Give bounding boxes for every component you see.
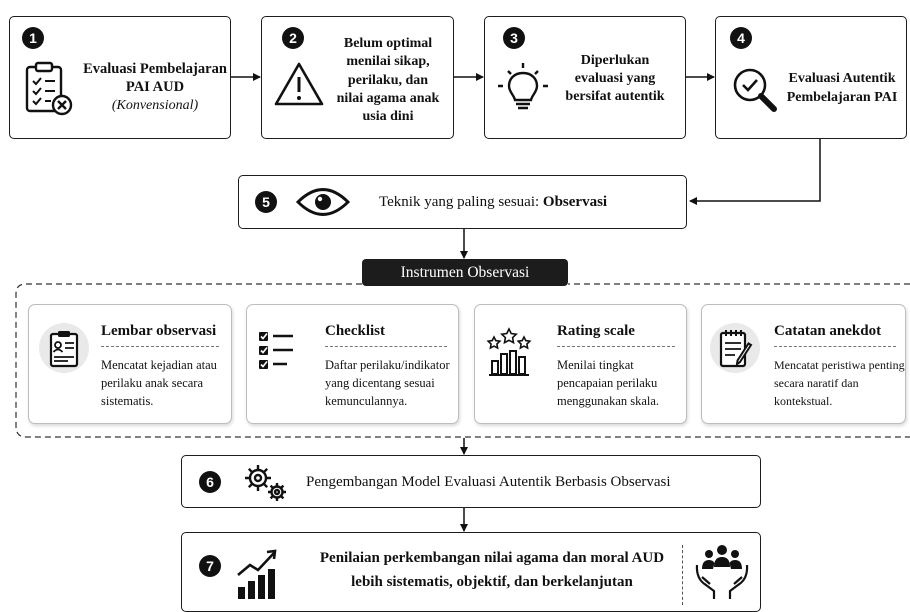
step-1-line-2: PAI AUD: [125, 79, 185, 95]
card-title: Lembar observasi: [101, 323, 217, 339]
step-1-box: 1 Evaluasi Pembelajaran PAI AUD (Konvens…: [9, 16, 231, 139]
card-desc-line: menggunakan skala.: [557, 394, 660, 408]
step-2-line-2: menilai sikap,: [346, 54, 430, 69]
step-4-line-1: Evaluasi Autentik: [788, 71, 896, 86]
card-desc-line: Menilai tingkat: [557, 358, 634, 372]
step-number: 6: [199, 471, 221, 493]
instrumen-title: Instrumen Observasi: [362, 259, 568, 286]
warning-icon: [274, 62, 324, 106]
card-desc-line: secara naratif dan: [774, 376, 859, 390]
step-2-box: 2 Belum optimal menilai sikap, perilaku,…: [261, 16, 454, 139]
step-2-line-4: nilai agama anak: [336, 91, 440, 106]
card-desc-line: kontekstual.: [774, 394, 833, 408]
step-4-box: 4 Evaluasi Autentik Pembelajaran PAI: [715, 16, 907, 139]
step-5-text: Teknik yang paling sesuai: Observasi: [379, 193, 607, 211]
card-divider: [101, 346, 219, 347]
rating-scale-icon: [486, 327, 532, 376]
observation-sheet-icon: [49, 331, 79, 368]
gears-icon: [245, 465, 286, 501]
card-desc-line: pencapaian perilaku: [557, 376, 658, 390]
instrument-card-lembar-observasi: Lembar observasi Mencatat kejadian atau …: [28, 304, 232, 424]
step-3-line-2: evaluasi yang: [574, 71, 656, 86]
step-2-line-3: perilaku, dan: [347, 73, 429, 88]
instrument-card-checklist: Checklist Daftar perilaku/indikator yang…: [246, 304, 459, 424]
step-7-divider: [682, 545, 683, 605]
step-4-line-2: Pembelajaran PAI: [786, 90, 898, 105]
card-desc-line: perilaku anak secara: [101, 376, 204, 390]
step-7-box: 7 Penilaian perkembangan nilai agama dan…: [181, 532, 761, 612]
card-divider: [557, 346, 675, 347]
step-1-line-1: Evaluasi Pembelajaran: [83, 61, 227, 77]
step-number: 4: [730, 27, 752, 49]
instrument-card-rating-scale: Rating scale Menilai tingkat pencapaian …: [474, 304, 687, 424]
card-title: Rating scale: [557, 323, 635, 339]
checklist-icon: [259, 332, 293, 369]
step-5-highlight: Observasi: [542, 194, 608, 210]
people-hands-icon: [695, 545, 749, 599]
step-number: 3: [503, 27, 525, 49]
step-6-box: 6 Pengembangan Model Evaluasi Autentik B…: [181, 455, 761, 508]
card-desc-line: Mencatat kejadian atau: [101, 358, 217, 372]
step-number: 1: [22, 27, 44, 49]
card-title: Checklist: [325, 323, 385, 339]
step-6-text: Pengembangan Model Evaluasi Autentik Ber…: [306, 474, 671, 490]
card-desc-line: yang dicentang sesuai: [325, 376, 435, 390]
growth-chart-icon: [237, 549, 277, 599]
lightbulb-icon: [498, 63, 548, 110]
step-5-prefix: Teknik yang paling sesuai:: [379, 194, 543, 210]
instrument-card-catatan-anekdot: Catatan anekdot Mencatat peristiwa penti…: [701, 304, 906, 424]
eye-icon: [295, 188, 351, 216]
step-3-line-3: bersifat autentik: [565, 89, 665, 104]
magnifier-check-icon: [733, 68, 777, 112]
step-number: 5: [255, 191, 277, 213]
step-number: 2: [282, 27, 304, 49]
card-desc-line: Mencatat peristiwa penting: [774, 358, 905, 372]
card-title: Catatan anekdot: [774, 323, 882, 339]
card-desc-line: Daftar perilaku/indikator: [325, 358, 450, 372]
step-7-line-1: Penilaian perkembangan nilai agama dan m…: [319, 550, 665, 566]
step-3-box: 3 Diperlukan evaluasi yang bersifat aute…: [484, 16, 686, 139]
card-divider: [325, 346, 447, 347]
step-7-line-2: lebih sistematis, objektif, dan berkelan…: [351, 574, 633, 590]
step-3-line-1: Diperlukan: [580, 53, 650, 68]
card-desc-line: sistematis.: [101, 394, 154, 408]
card-divider: [774, 346, 896, 347]
clipboard-x-icon: [25, 61, 73, 116]
card-desc-line: kemunculannya.: [325, 394, 408, 408]
step-2-line-5: usia dini: [362, 109, 414, 124]
step-number: 7: [199, 555, 221, 577]
notebook-pen-icon: [719, 330, 753, 368]
step-1-note: (Konvensional): [111, 98, 199, 113]
step-5-box: 5 Teknik yang paling sesuai: Observasi: [238, 175, 687, 229]
step-2-line-1: Belum optimal: [343, 36, 433, 51]
